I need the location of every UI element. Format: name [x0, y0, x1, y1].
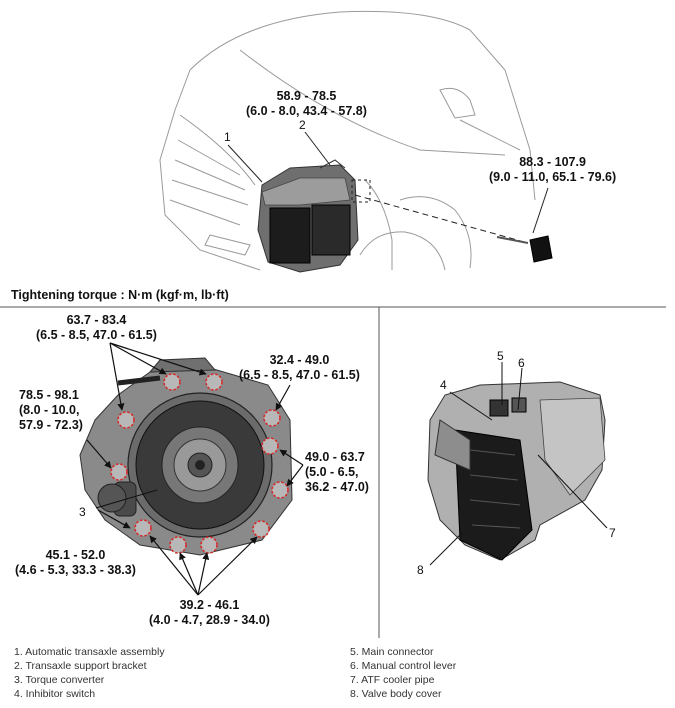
- right-leader-lines: [429, 362, 608, 566]
- torque-label-t3: 78.5 - 98.1 (8.0 - 10.0, 57.9 - 72.3): [19, 388, 83, 433]
- legend-item: 3. Torque converter: [14, 674, 105, 686]
- callout-3-leader: [95, 489, 158, 509]
- torque-detail: (6.5 - 8.5, 47.0 - 61.5): [36, 328, 157, 342]
- transaxle-rear-illustration: [427, 381, 606, 561]
- callout-3: 3: [79, 505, 86, 519]
- torque-arrows: [86, 342, 304, 596]
- torque-detail: (6.5 - 8.5, 47.0 - 61.5): [239, 368, 360, 382]
- torque-detail: (4.6 - 5.3, 33.3 - 38.3): [15, 563, 136, 577]
- torque-line: (5.0 - 6.5,: [305, 465, 359, 479]
- torque-value: 58.9 - 78.5: [276, 89, 337, 103]
- torque-value: 63.7 - 83.4: [66, 313, 127, 327]
- callout-7: 7: [609, 526, 616, 540]
- legend-item: 8. Valve body cover: [350, 688, 442, 700]
- callout-1: 1: [224, 130, 231, 144]
- torque-line: 78.5 - 98.1: [19, 388, 79, 402]
- torque-value: 45.1 - 52.0: [45, 548, 106, 562]
- legend-item: 1. Automatic transaxle assembly: [14, 646, 165, 658]
- torque-value: 32.4 - 49.0: [269, 353, 330, 367]
- legend-right: 5. Main connector 6. Manual control leve…: [350, 645, 456, 701]
- torque-line: 36.2 - 47.0): [305, 480, 369, 494]
- torque-value: 39.2 - 46.1: [179, 598, 240, 612]
- legend-item: 7. ATF cooler pipe: [350, 674, 435, 686]
- torque-value: 88.3 - 107.9: [519, 155, 586, 169]
- bolt-markers: [110, 373, 289, 554]
- atf-pipe-bolt: [496, 236, 529, 244]
- torque-label-top-1: 58.9 - 78.5 (6.0 - 8.0, 43.4 - 57.8): [246, 89, 367, 119]
- callout-5: 5: [497, 349, 504, 363]
- legend-item: 4. Inhibitor switch: [14, 688, 96, 700]
- legend-item: 5. Main connector: [350, 646, 434, 658]
- callout-2: 2: [299, 118, 306, 132]
- torque-label-t6: 39.2 - 46.1 (4.0 - 4.7, 28.9 - 34.0): [149, 598, 270, 628]
- legend-item: 6. Manual control lever: [350, 660, 457, 672]
- torque-label-top-2: 88.3 - 107.9 (9.0 - 11.0, 65.1 - 79.6): [489, 155, 616, 185]
- torque-line: 49.0 - 63.7: [305, 450, 365, 464]
- filter-plate-illustration: [529, 235, 553, 263]
- torque-detail: (4.0 - 4.7, 28.9 - 34.0): [149, 613, 270, 627]
- torque-detail: (9.0 - 11.0, 65.1 - 79.6): [489, 170, 617, 184]
- callout-8: 8: [417, 563, 424, 577]
- torque-line: 57.9 - 72.3): [19, 418, 83, 432]
- callout-4: 4: [440, 378, 447, 392]
- car-outline-illustration: [159, 10, 536, 271]
- torque-heading: Tightening torque : N·m (kgf·m, lb·ft): [11, 288, 229, 302]
- legend-left: 1. Automatic transaxle assembly 2. Trans…: [14, 645, 165, 701]
- callout-6: 6: [518, 356, 525, 370]
- transaxle-top-illustration: [257, 159, 359, 273]
- torque-label-t2: 32.4 - 49.0 (6.5 - 8.5, 47.0 - 61.5): [239, 353, 360, 383]
- torque-line: (8.0 - 10.0,: [19, 403, 80, 417]
- top-leader-lines: [227, 131, 549, 244]
- torque-detail: (6.0 - 8.0, 43.4 - 57.8): [246, 104, 367, 118]
- torque-label-t5: 45.1 - 52.0 (4.6 - 5.3, 33.3 - 38.3): [15, 548, 136, 578]
- legend-item: 2. Transaxle support bracket: [14, 660, 147, 672]
- torque-label-t1: 63.7 - 83.4 (6.5 - 8.5, 47.0 - 61.5): [36, 313, 157, 343]
- torque-label-t4: 49.0 - 63.7 (5.0 - 6.5, 36.2 - 47.0): [305, 450, 369, 495]
